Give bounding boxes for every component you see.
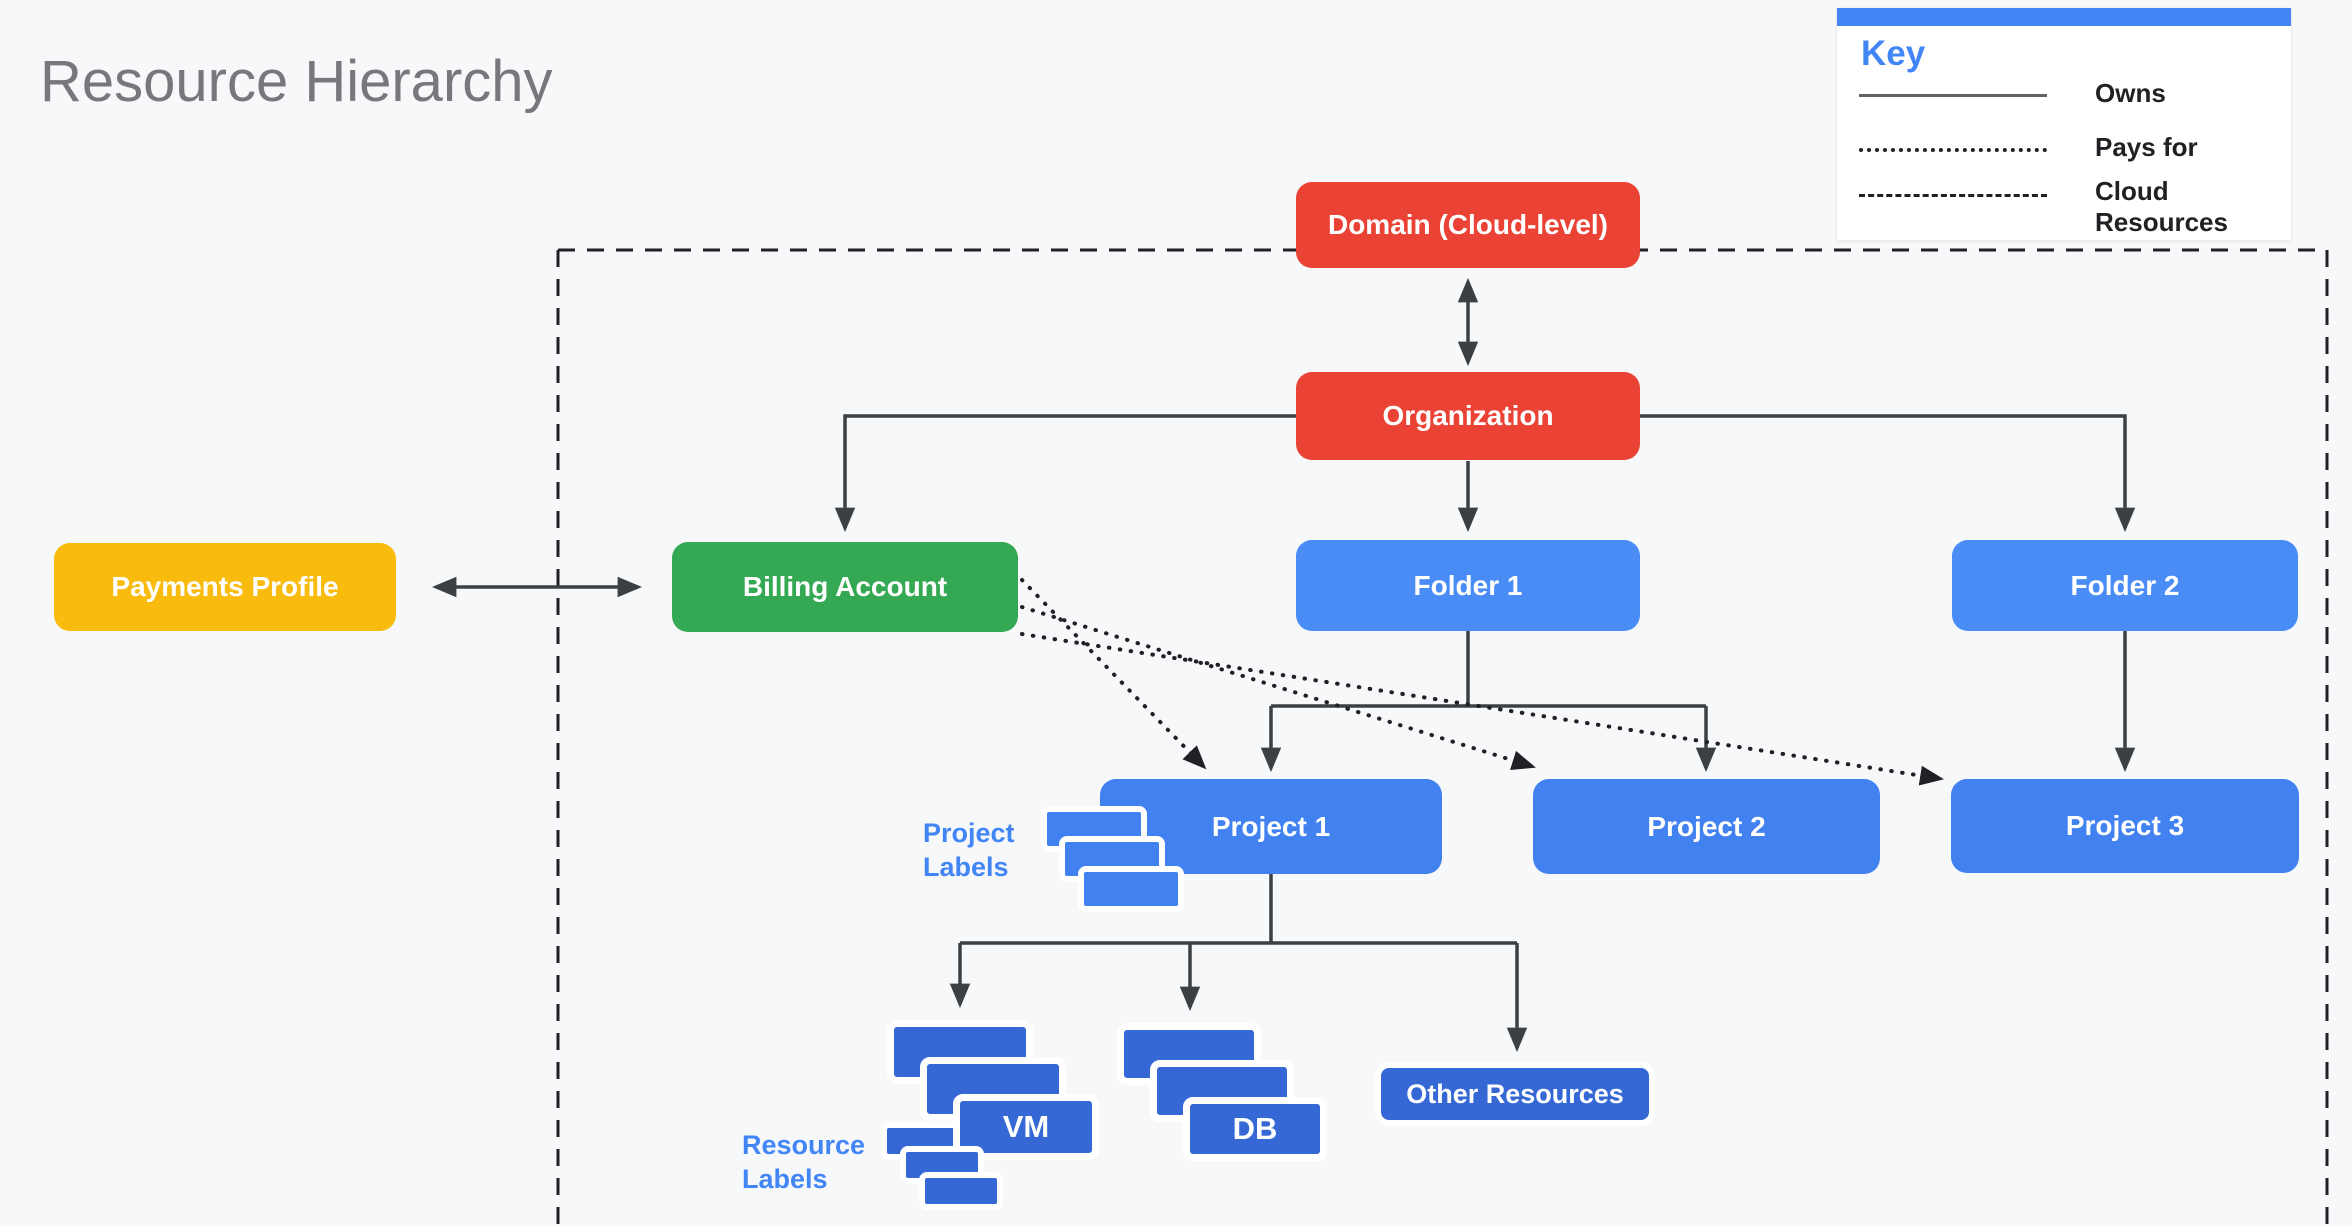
- node-domain-label: Domain (Cloud-level): [1327, 209, 1608, 240]
- node-project1-label: Project 1: [1211, 810, 1331, 842]
- node-domain: Domain (Cloud-level): [1296, 182, 1640, 268]
- edge-billing-project1-paysfor: [1020, 578, 1207, 770]
- node-payments-profile: Payments Profile: [54, 543, 396, 631]
- edge-organization-billing: [834, 414, 1296, 533]
- node-vm-label: VM: [1002, 1109, 1050, 1144]
- node-folder2: Folder 2: [1952, 540, 2298, 631]
- edge-organization-folder2: [1640, 414, 2136, 533]
- node-project3: Project 3: [1951, 779, 2299, 873]
- node-project2: Project 2: [1533, 779, 1880, 874]
- node-folder1: Folder 1: [1296, 540, 1640, 631]
- node-project3-label: Project 3: [2065, 810, 2185, 841]
- node-db: DB: [1183, 1097, 1327, 1161]
- edge-billing-project3-paysfor: [1020, 632, 1944, 786]
- page-title: Resource Hierarchy: [40, 49, 553, 114]
- node-folder1-label: Folder 1: [1413, 569, 1523, 601]
- key-label-cloud-resources: Cloud Resources: [2095, 176, 2228, 237]
- project1-branch-bar: [960, 874, 1517, 945]
- project-labels-annotation: Project Labels: [923, 818, 1015, 882]
- node-billing-account: Billing Account: [672, 542, 1018, 632]
- key-heading: Key: [1861, 34, 1926, 73]
- resource-labels-annotation: Resource Labels: [742, 1130, 866, 1194]
- node-db-label: DB: [1232, 1111, 1278, 1146]
- node-payments-profile-label: Payments Profile: [111, 571, 339, 602]
- folder1-branch-bar: [1271, 631, 1706, 708]
- key-dashed-line-sample: [1859, 194, 2047, 197]
- key-header-bar: [1837, 8, 2291, 26]
- resource-label-chip: [919, 1172, 1003, 1210]
- node-billing-account-label: Billing Account: [742, 571, 948, 602]
- key-label-pays-for: Pays for: [2095, 132, 2198, 162]
- node-organization: Organization: [1296, 372, 1640, 460]
- node-other-resources-label: Other Resources: [1406, 1078, 1624, 1109]
- key-panel: Key Owns Pays for Cloud Resources: [1837, 8, 2291, 240]
- key-label-owns: Owns: [2095, 78, 2166, 108]
- cloud-boundary-dashed: [556, 248, 2329, 1226]
- project-label-chip: [1078, 866, 1184, 912]
- key-dotted-line-sample: [1859, 148, 2047, 152]
- node-organization-label: Organization: [1382, 400, 1554, 431]
- key-solid-line-sample: [1859, 94, 2047, 97]
- node-folder2-label: Folder 2: [2070, 569, 2180, 601]
- edge-billing-project2-paysfor: [1020, 605, 1536, 770]
- node-project2-label: Project 2: [1647, 810, 1766, 842]
- node-other-resources: Other Resources: [1375, 1062, 1655, 1126]
